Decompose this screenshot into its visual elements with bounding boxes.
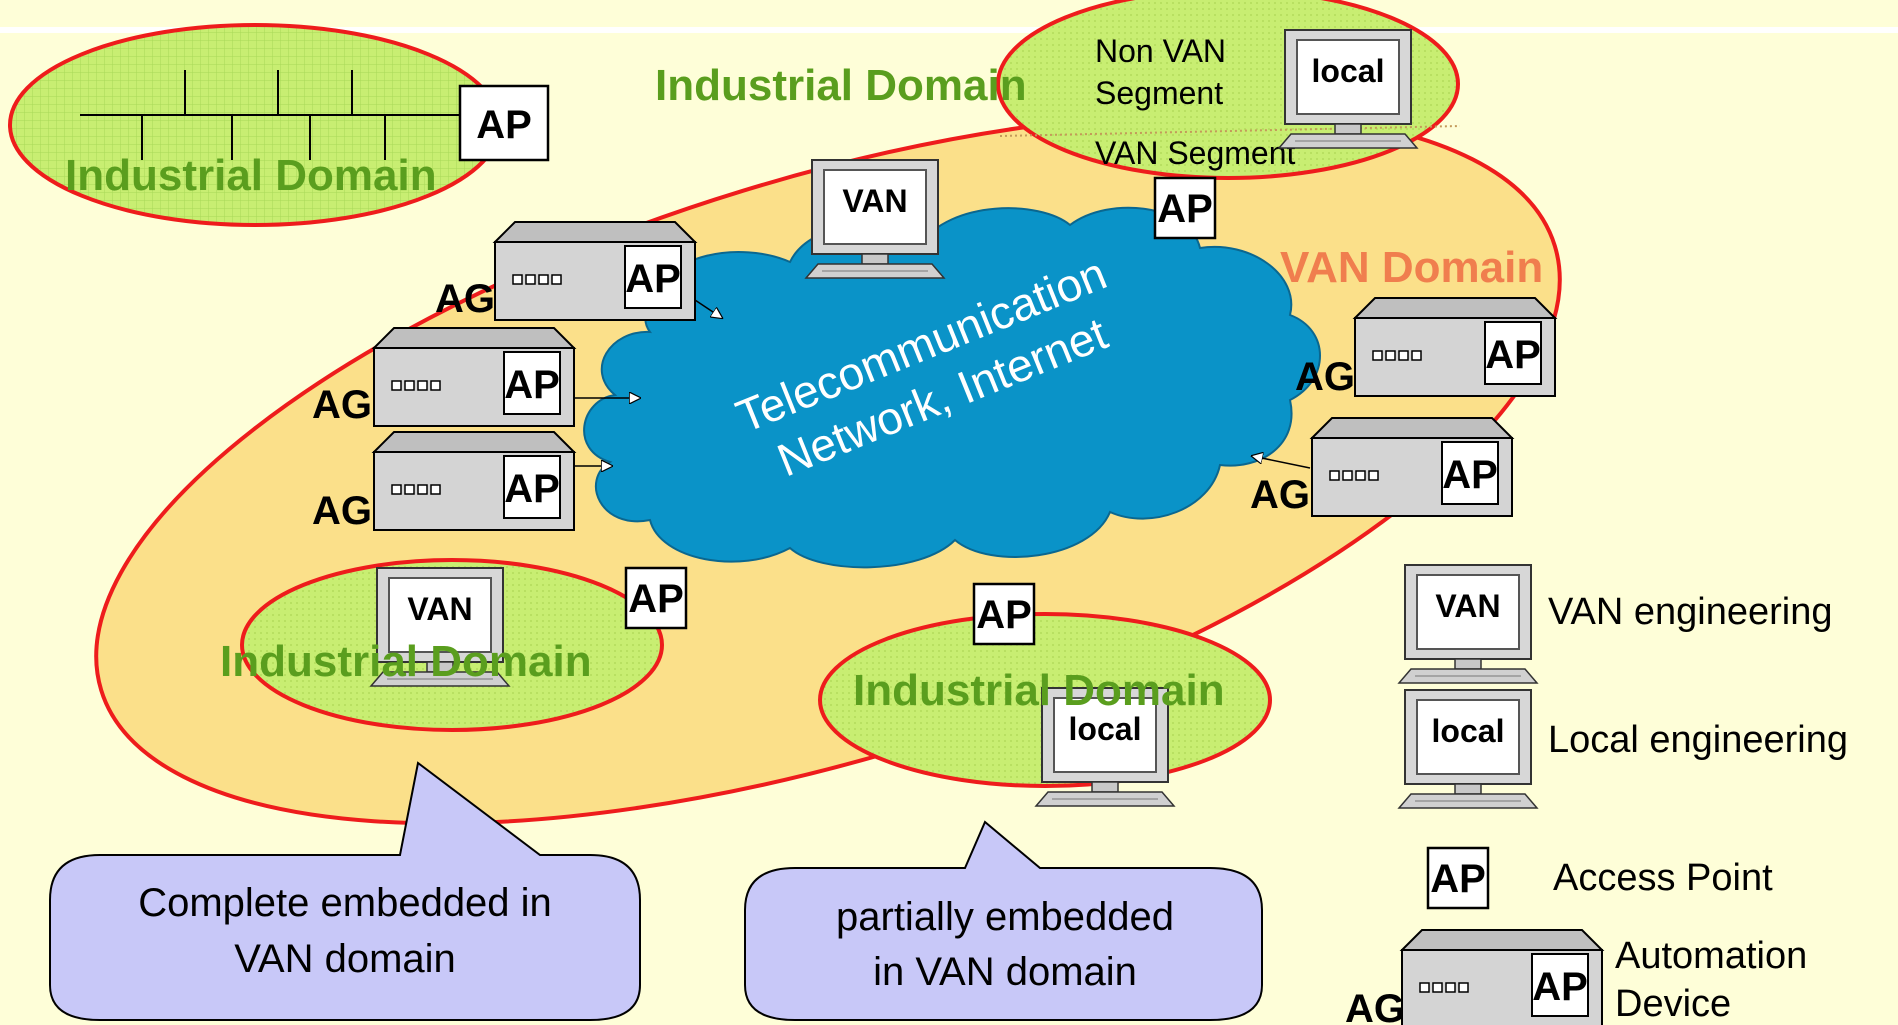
ap-label: AP [1442, 453, 1498, 497]
segment-divider [999, 125, 1461, 137]
van-pc-top: VAN [805, 159, 945, 279]
industrial-domain-label-top-left: Industrial Domain [65, 151, 437, 200]
automation-device-left-2: AP [373, 327, 575, 427]
legend-access-point: Access Point [1553, 857, 1773, 899]
van-domain-label: VAN Domain [1280, 243, 1543, 292]
callout-partial-line2: in VAN domain [873, 950, 1137, 994]
callout-complete-embedded: Complete embedded in VAN domain [49, 761, 641, 1021]
van-pc-bottom-left: VAN [370, 567, 510, 687]
automation-device-right-2: AP [1311, 417, 1513, 517]
local-pc-label: local [1312, 53, 1385, 89]
access-point-bottom-left: AP [624, 566, 688, 630]
van-pc-label: VAN [407, 591, 472, 627]
ap-label: AP [625, 257, 681, 301]
ag-label-left-1: AG [435, 277, 495, 321]
ap-label: AP [1157, 187, 1213, 231]
legend-automation-device-line1: Automation [1615, 935, 1807, 977]
connection-arrow-left-1 [694, 299, 722, 318]
ap-label: AP [1485, 333, 1541, 377]
non-van-segment-line2: Segment [1095, 75, 1223, 111]
ag-label-right-2: AG [1250, 473, 1310, 517]
legend-ap-icon: AP [1426, 846, 1490, 910]
ap-label: AP [628, 577, 684, 621]
local-pc-top: local [1278, 29, 1418, 149]
automation-device-right-1: AP [1354, 297, 1556, 397]
van-pc-label: VAN [1435, 588, 1500, 624]
industrial-domain-label-bottom-right: Industrial Domain [853, 666, 1225, 715]
ap-label: AP [1430, 857, 1486, 901]
fieldbus [80, 70, 460, 160]
access-point-top-left: AP [458, 84, 550, 162]
legend-local-engineering: Local engineering [1548, 719, 1848, 761]
local-pc-label: local [1432, 713, 1505, 749]
access-point-bottom-right: AP [972, 582, 1036, 646]
automation-device-left-1: AP [494, 221, 696, 321]
legend: VAN VAN engineering local Local engineer… [1345, 564, 1848, 1025]
ag-label-right-1: AG [1295, 355, 1355, 399]
callout-partial-line1: partially embedded [836, 895, 1174, 939]
legend-automation-device-icon: AP [1401, 929, 1603, 1025]
local-pc-label: local [1069, 711, 1142, 747]
legend-van-engineering: VAN engineering [1548, 591, 1832, 633]
legend-ag-label: AG [1345, 987, 1405, 1025]
callout-complete-line1: Complete embedded in [138, 881, 552, 925]
connection-arrow-right-2 [1252, 456, 1311, 469]
callout-complete-line2: VAN domain [234, 937, 456, 981]
ag-label-left-2: AG [312, 383, 372, 427]
ap-label: AP [476, 103, 532, 147]
non-van-segment-line1: Non VAN [1095, 33, 1226, 69]
ap-label: AP [1532, 965, 1588, 1009]
industrial-domain-label-bottom-left: Industrial Domain [220, 637, 592, 686]
top-band [0, 0, 1898, 28]
callout-partially-embedded: partially embedded in VAN domain [744, 820, 1263, 1021]
van-segment-label: VAN Segment [1095, 135, 1296, 171]
legend-automation-device-line2: Device [1615, 983, 1731, 1025]
van-pc-label: VAN [842, 183, 907, 219]
industrial-domain-label-top-center: Industrial Domain [655, 61, 1027, 110]
ag-label-left-3: AG [312, 489, 372, 533]
legend-van-pc-icon: VAN [1398, 564, 1538, 684]
ap-label: AP [504, 363, 560, 407]
ap-label: AP [504, 467, 560, 511]
legend-local-pc-icon: local [1398, 689, 1538, 809]
automation-device-left-3: AP [373, 431, 575, 531]
access-point-van-segment: AP [1153, 176, 1217, 240]
local-pc-bottom-right: local [1035, 687, 1175, 807]
ap-label: AP [976, 593, 1032, 637]
